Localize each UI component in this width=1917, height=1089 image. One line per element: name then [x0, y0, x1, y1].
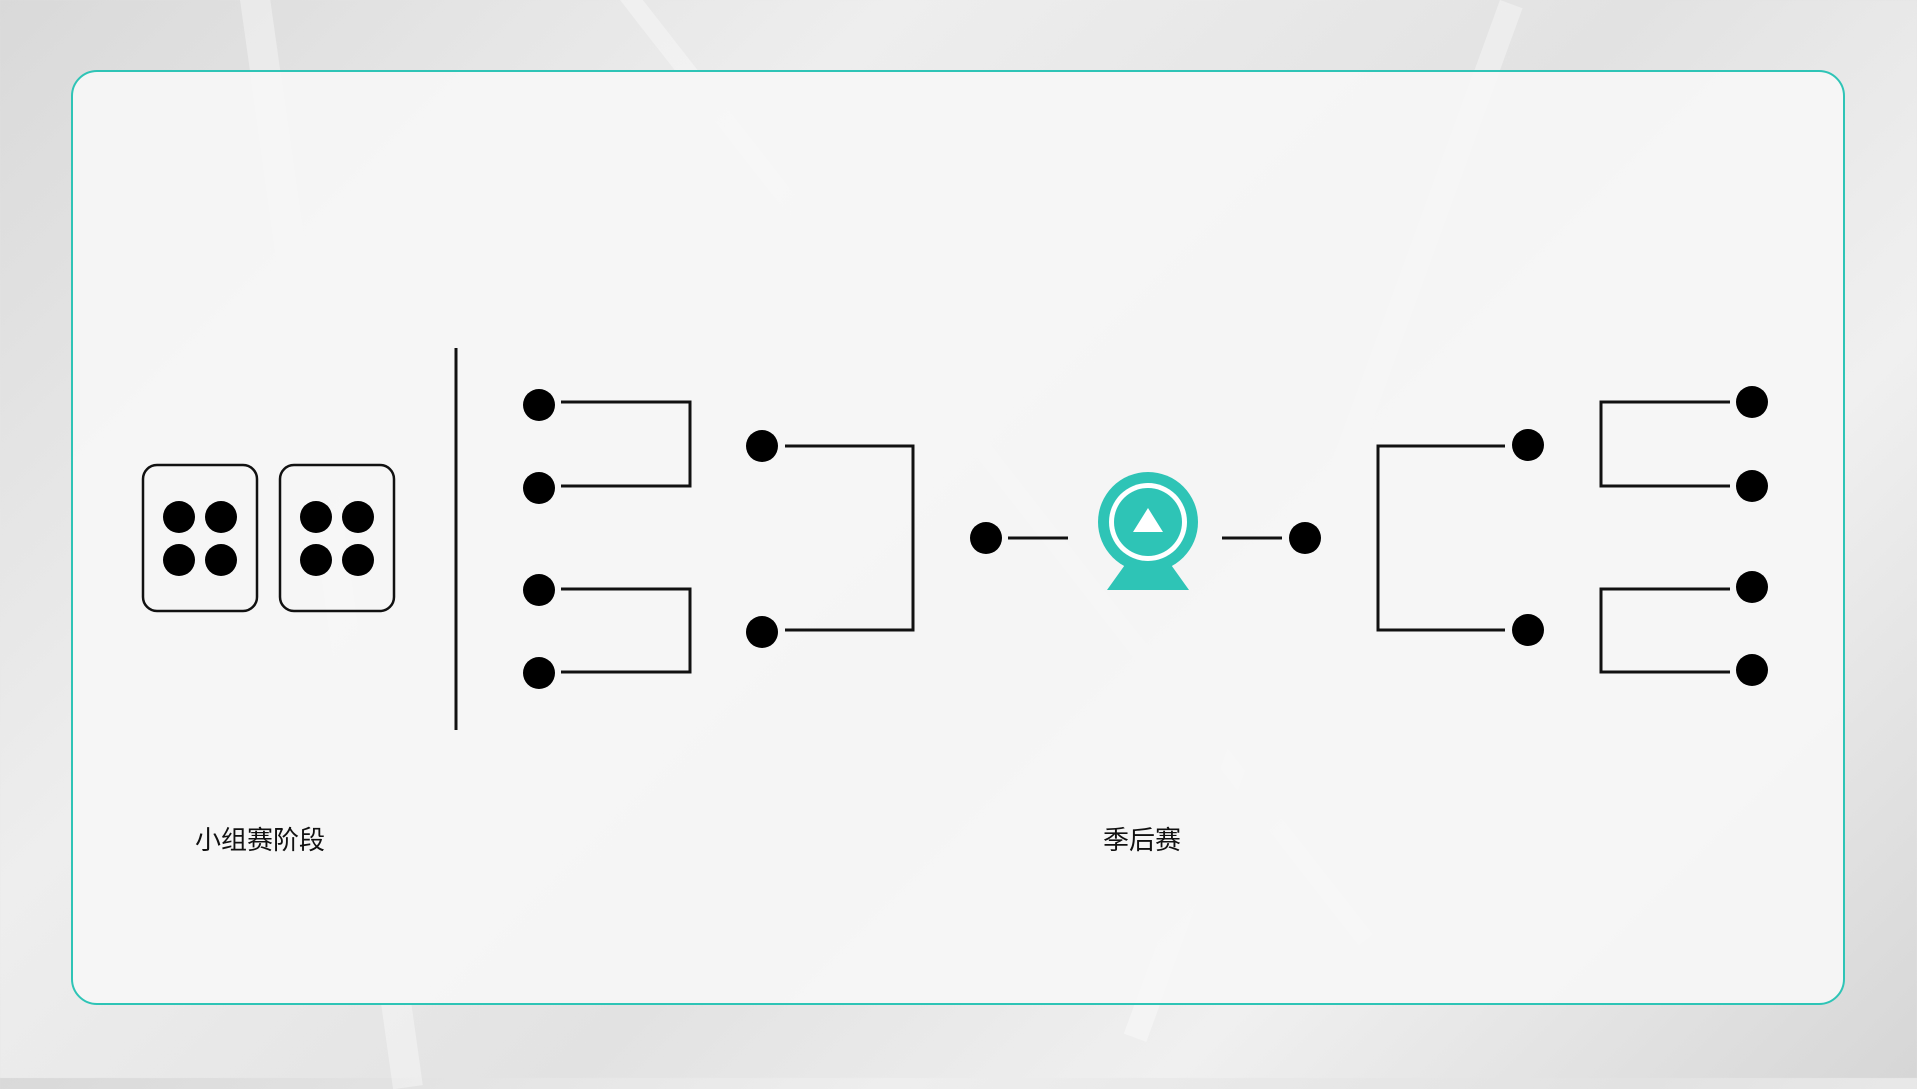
- bracket-node: [1289, 522, 1321, 554]
- trophy-medal-icon: [1098, 472, 1198, 590]
- bracket-node: [970, 522, 1002, 554]
- bracket-node: [1512, 429, 1544, 461]
- bracket-node: [746, 430, 778, 462]
- right-semifinal-bracket: [1376, 444, 1505, 632]
- dice-dot: [342, 501, 374, 533]
- bracket-node: [1736, 654, 1768, 686]
- bracket-node: [523, 574, 555, 606]
- left-semifinal-bracket: [785, 444, 915, 632]
- left-round1-bracket: [561, 400, 692, 674]
- group-stage-label: 小组赛阶段: [195, 826, 326, 856]
- playoffs-label: 季后赛: [1103, 826, 1182, 856]
- dice-dot: [300, 544, 332, 576]
- tournament-card: [71, 70, 1845, 1005]
- dice-dot: [300, 501, 332, 533]
- bracket-node: [1736, 386, 1768, 418]
- dice-dot: [163, 501, 195, 533]
- bracket-node: [523, 389, 555, 421]
- bracket-node: [523, 657, 555, 689]
- bracket-node: [1736, 571, 1768, 603]
- bracket-node: [1512, 614, 1544, 646]
- group-box-1: [141, 463, 259, 613]
- bracket-node: [746, 616, 778, 648]
- dice-dot: [342, 544, 374, 576]
- dice-dot: [163, 544, 195, 576]
- right-round1-bracket: [1599, 400, 1730, 674]
- bracket-node: [523, 472, 555, 504]
- dice-dot: [205, 501, 237, 533]
- group-box-2: [278, 463, 396, 613]
- bracket-node: [1736, 470, 1768, 502]
- dice-dot: [205, 544, 237, 576]
